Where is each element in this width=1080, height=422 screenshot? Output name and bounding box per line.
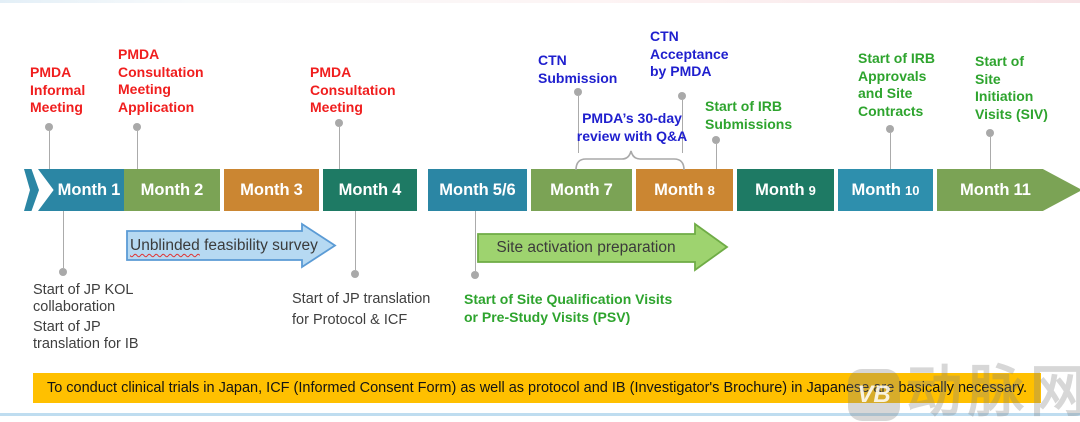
month-1-tail-chevron: [24, 169, 39, 211]
event-irb-approvals-site-contracts: Start of IRB Approvals and Site Contract…: [858, 50, 935, 119]
connector-line: [577, 96, 579, 153]
month-number: 10: [905, 182, 920, 198]
connector-line: [889, 133, 891, 169]
month-label: Month: [654, 180, 704, 199]
event-pmda-30-day-review: PMDA’s 30-day review with Q&A: [576, 110, 688, 144]
month-number: 11: [1013, 180, 1031, 199]
watermark: VB 动脉网: [848, 347, 1080, 422]
month-number: 1: [111, 180, 121, 199]
site-activation-label: Site activation preparation: [496, 239, 676, 256]
event-jp-kol-collaboration: Start of JP KOL collaboration: [33, 282, 134, 315]
connector-dot: [335, 119, 343, 127]
watermark-text: 动脉网: [906, 360, 1080, 422]
event-site-initiation-visits: Start of Site Initiation Visits (SIV): [975, 53, 1048, 122]
feasibility-label-rest: feasibility survey: [199, 237, 318, 254]
connector-dot: [351, 270, 359, 278]
connector-line: [989, 137, 991, 169]
event-pmda-consultation-application: PMDA Consultation Meeting Application: [118, 46, 204, 115]
event-jp-translation-protocol-icf: Start of JP translation for Protocol & I…: [292, 291, 431, 328]
month-label: Month: [439, 180, 489, 199]
banner-text: To conduct clinical trials in Japan, ICF…: [46, 380, 1028, 396]
month-label: Month: [550, 180, 600, 199]
event-ctn-acceptance: CTN Acceptance by PMDA: [650, 28, 729, 79]
month-number: 3: [293, 180, 303, 199]
connector-line: [681, 100, 683, 153]
month-number: 9: [808, 182, 816, 198]
connector-dot: [471, 271, 479, 279]
event-ctn-submission: CTN Submission: [538, 52, 618, 86]
feasibility-label-word: Unblinded: [130, 237, 200, 254]
feasibility-survey-label: Unblinded feasibility survey: [130, 231, 318, 260]
event-irb-submissions: Start of IRB Submissions: [705, 98, 793, 132]
month-label: Month: [140, 180, 191, 199]
connector-dot: [712, 136, 720, 144]
connector-line: [474, 211, 476, 271]
month-number: 2: [194, 180, 204, 199]
event-pmda-informal-meeting: PMDA Informal Meeting: [30, 64, 86, 115]
connector-line: [48, 131, 50, 169]
connector-line: [62, 211, 64, 268]
bottom-banner: To conduct clinical trials in Japan, ICF…: [33, 373, 1041, 403]
connector-dot: [45, 123, 53, 131]
month-label: Month: [240, 180, 290, 199]
bottom-border-line: [0, 413, 1080, 416]
month-label: Month: [755, 180, 805, 199]
month-number: 8: [707, 182, 715, 198]
site-activation-arrow: Site activation preparation: [477, 222, 729, 272]
month-label: Month: [960, 180, 1010, 199]
connector-line: [715, 144, 717, 169]
month-label: Month: [338, 180, 389, 199]
month-label: Month: [851, 180, 901, 199]
connector-line: [354, 211, 356, 270]
right-arrow-shape: [126, 222, 337, 269]
feasibility-survey-arrow: Unblinded feasibility survey: [126, 222, 338, 269]
month-label: Month: [57, 180, 108, 199]
review-brace: [575, 150, 685, 171]
vb-logo: VB: [848, 368, 900, 421]
connector-line: [338, 127, 340, 169]
month-number: 7: [603, 180, 613, 199]
month-number: 4: [392, 180, 402, 199]
top-border-line: [0, 0, 1080, 3]
event-pmda-consultation-meeting: PMDA Consultation Meeting: [310, 64, 396, 115]
connector-dot: [133, 123, 141, 131]
event-site-qualification-visits: Start of Site Qualification Visits or Pr…: [464, 291, 673, 325]
connector-dot: [574, 88, 582, 96]
event-jp-translation-ib: Start of JP translation for IB: [33, 319, 139, 352]
month-number: 5/6: [492, 180, 516, 199]
connector-dot: [59, 268, 67, 276]
right-arrow-shape: [477, 222, 729, 272]
connector-dot: [678, 92, 686, 100]
connector-dot: [986, 129, 994, 137]
connector-dot: [886, 125, 894, 133]
connector-line: [136, 131, 138, 169]
